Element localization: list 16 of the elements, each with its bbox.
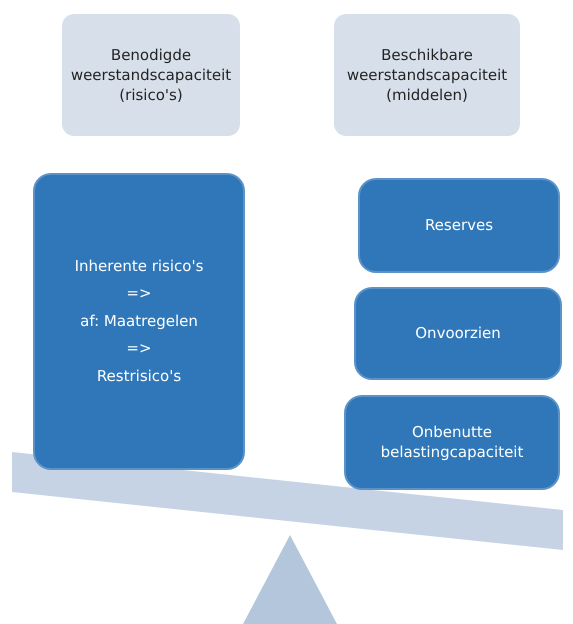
box-label: =>	[126, 284, 152, 304]
requirement-box	[62, 14, 240, 136]
box-label: Benodigde weerstandscapaciteit (risico's)	[70, 44, 232, 106]
box-label: Reserves	[424, 216, 494, 236]
resource-box	[334, 14, 520, 136]
box-label: =>	[126, 339, 152, 359]
box-label: af: Maatregelen	[80, 312, 198, 332]
box-label: Beschikbare weerstandscapaciteit (middelen)	[346, 44, 508, 106]
resource-box	[344, 395, 560, 490]
resource-box	[358, 178, 560, 273]
box-label: Onbenutte belastingcapaciteit	[380, 423, 524, 462]
risk-box	[33, 173, 245, 470]
box-label: Onvoorzien	[415, 324, 501, 344]
box-label: Restrisico's	[96, 366, 182, 386]
resource-box	[354, 287, 562, 380]
box-label: Inherente risico's	[74, 256, 204, 276]
